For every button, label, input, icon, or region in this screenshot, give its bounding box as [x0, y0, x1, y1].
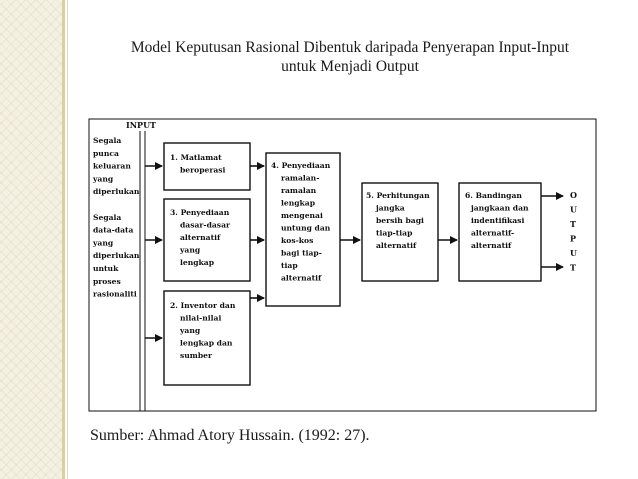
- box-6-text: 6. Bandingan jangkaan dan indentifikasi alt…: [465, 191, 529, 250]
- box4-text-line: 4. Penyediaan: [271, 161, 331, 170]
- input-col-line: Segala: [93, 136, 121, 145]
- input-col-line: keluaran: [93, 162, 131, 171]
- input-col-line: punca: [93, 149, 119, 158]
- output-letter: T: [570, 263, 576, 273]
- box6-text-line: alternatif-: [471, 229, 514, 238]
- input-col-line: proses: [93, 277, 121, 286]
- input-col-line: diperlukan: [93, 251, 140, 260]
- box4-text-line: bagi tiap-: [281, 249, 322, 258]
- box-5-text: 5. Perhitungan jangka bersih bagi tiap-tiap…: [366, 191, 430, 250]
- input-col-line: Segala: [93, 213, 121, 222]
- input-column-text: SegalapuncakeluaranyangdiperlukanSegalad…: [92, 136, 140, 299]
- input-col-line: rasionaliti: [93, 290, 137, 299]
- output-letter: U: [570, 248, 577, 258]
- box-3-penyediaan-dasar: [163, 198, 251, 282]
- box2-text-line: 2. Inventor dan: [170, 301, 236, 310]
- side-panel-divider: [62, 0, 65, 479]
- title-line-1: Model Keputusan Rasional Dibentuk daripa…: [130, 39, 570, 56]
- slide-title: Model Keputusan Rasional Dibentuk daripa…: [95, 38, 605, 76]
- box4-text-line: alternatif: [281, 274, 322, 283]
- output-letter: U: [570, 205, 577, 215]
- box2-text-line: sumber: [180, 351, 213, 360]
- box3-text-line: dasar-dasar: [180, 221, 231, 230]
- box-1-text: 1. Matlamat beroperasi: [170, 153, 226, 175]
- box4-text-line: lengkap: [281, 199, 315, 208]
- box6-text-line: indentifikasi: [471, 216, 524, 225]
- box1-text-line: beroperasi: [180, 166, 226, 175]
- output-letter: P: [570, 234, 576, 244]
- input-col-line: untuk: [93, 264, 119, 273]
- side-panel-divider-thin: [67, 0, 68, 479]
- box4-text-line: ramalan-: [281, 174, 319, 183]
- box5-text-line: alternatif: [376, 241, 417, 250]
- box-6-bandingan: [458, 182, 542, 282]
- box5-text-line: jangka: [375, 204, 405, 213]
- title-line-2: untuk Menjadi Output: [281, 58, 419, 75]
- box3-text-line: 3. Penyediaan: [170, 208, 230, 217]
- box-4-text: 4. Penyediaan ramalan-ramalan lengkap menge…: [271, 161, 331, 283]
- box3-text-line: lengkap: [180, 258, 214, 267]
- box-1-matlamat: [163, 142, 251, 191]
- box6-text-line: alternatif: [471, 241, 512, 250]
- box4-text-line: kos-kos: [281, 236, 313, 245]
- box5-text-line: tiap-tiap: [376, 229, 412, 238]
- input-col-line: diperlukan: [93, 187, 140, 196]
- box2-text-line: yang: [179, 326, 201, 335]
- box4-text-line: tiap: [281, 261, 298, 270]
- box5-text-line: 5. Perhitungan: [366, 191, 430, 200]
- input-col-line: yang: [92, 238, 114, 247]
- box-2-inventor: [163, 290, 251, 386]
- input-col-line: yang: [92, 174, 114, 183]
- box4-text-line: untung dan: [281, 224, 331, 233]
- input-label: INPUT: [126, 120, 156, 130]
- box2-text-line: nilai-nilai: [180, 314, 221, 323]
- box6-text-line: jangkaan dan: [470, 204, 529, 213]
- box4-text-line: ramalan: [281, 186, 317, 195]
- box6-text-line: 6. Bandingan: [465, 191, 522, 200]
- input-col-line: data-data: [93, 226, 134, 235]
- box5-text-line: bersih bagi: [376, 216, 424, 225]
- box1-text-line: 1. Matlamat: [170, 153, 222, 162]
- box-4-penyediaan-ramalan: [265, 152, 341, 307]
- output-letter: O: [570, 190, 577, 200]
- source-citation: Sumber: Ahmad Atory Hussain. (1992: 27).: [90, 427, 370, 444]
- output-letter: T: [570, 219, 576, 229]
- box3-text-line: yang: [179, 246, 201, 255]
- diagram-frame: [88, 118, 597, 412]
- box2-text-line: lengkap dan: [180, 339, 233, 348]
- box4-text-line: mengenai: [281, 211, 323, 220]
- box3-text-line: alternatif: [180, 233, 221, 242]
- decorative-side-panel: [0, 0, 62, 479]
- box-2-text: 2. Inventor dan nilai-nilai yang lengkap da…: [170, 301, 236, 360]
- box-5-perhitungan: [361, 182, 439, 282]
- box-3-text: 3. Penyediaan dasar-dasar alternatif yang le…: [170, 208, 231, 267]
